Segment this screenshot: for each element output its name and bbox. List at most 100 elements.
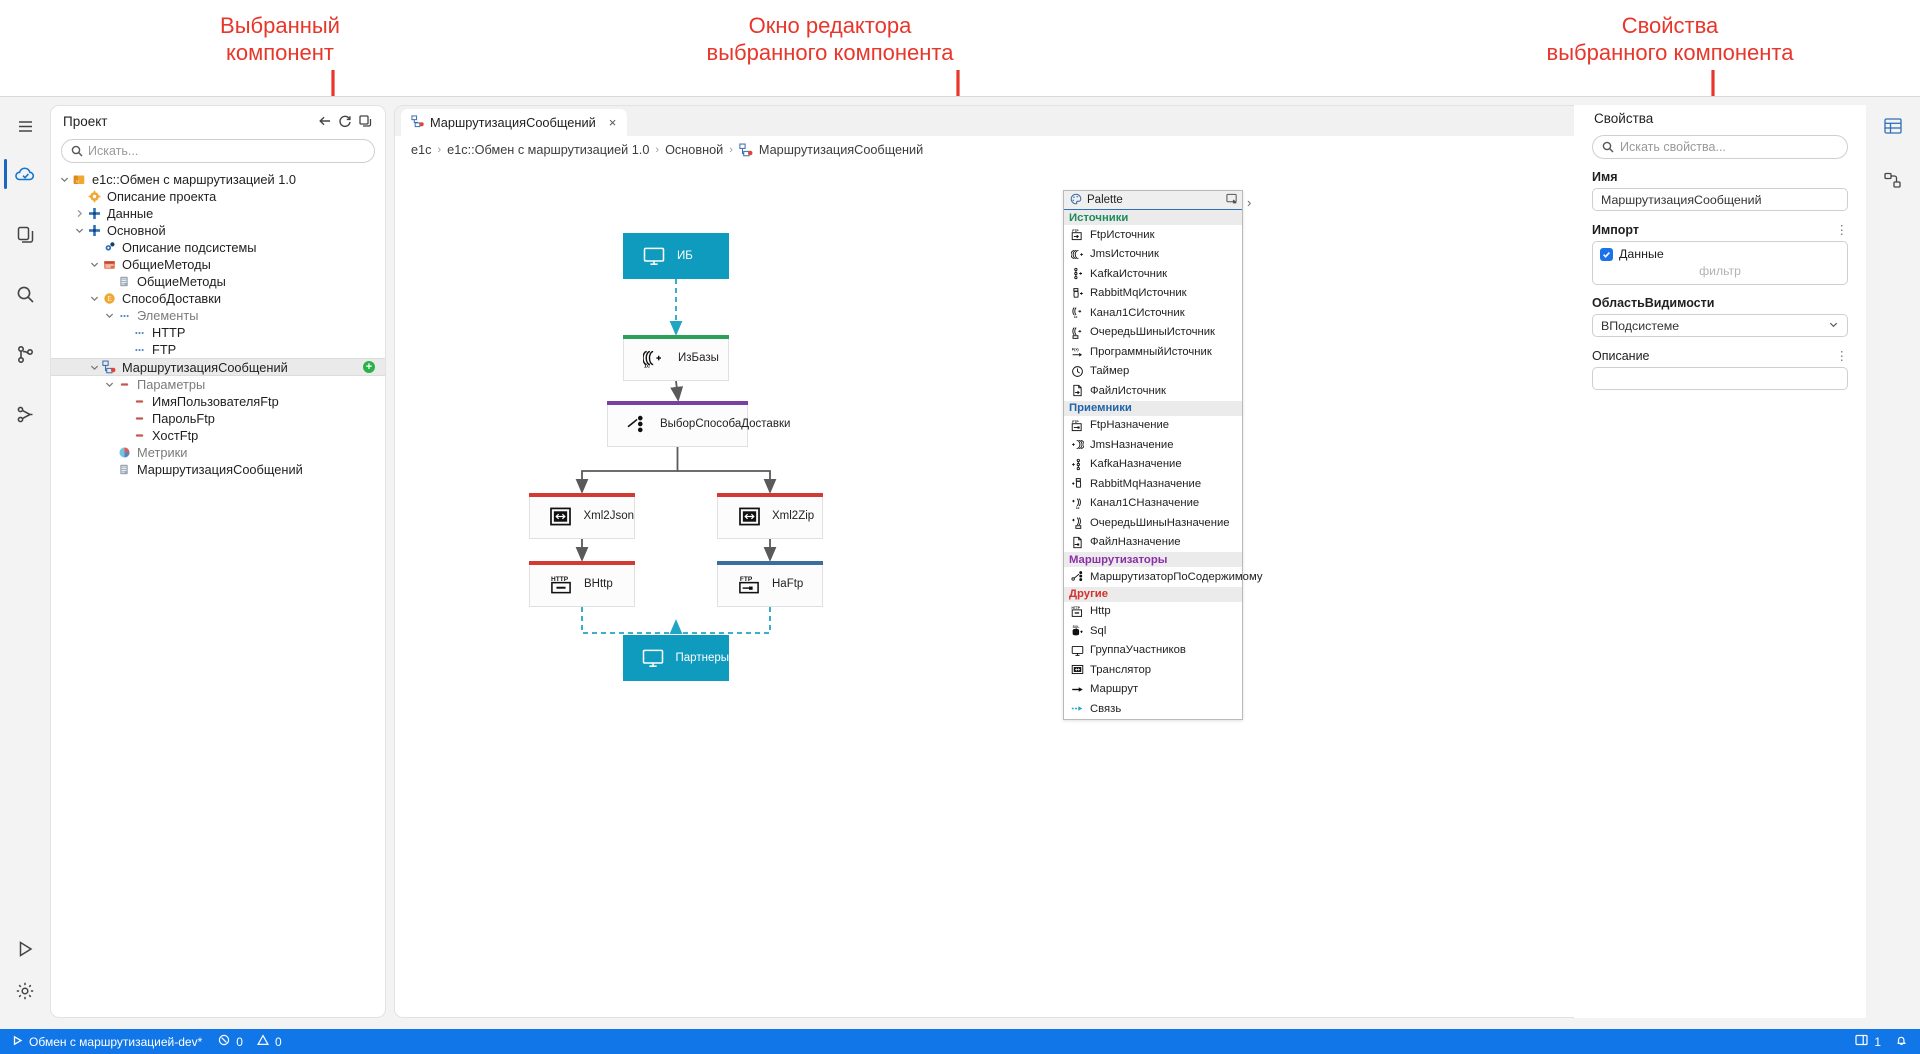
- run-icon[interactable]: [4, 928, 46, 970]
- status-project[interactable]: Обмен с маршрутизацией-dev*: [12, 1035, 202, 1049]
- name-field[interactable]: МаршрутизацияСообщений: [1592, 188, 1848, 211]
- tree-item[interactable]: Описание подсистемы: [51, 239, 385, 256]
- palette-item[interactable]: Маршрут: [1064, 680, 1242, 700]
- palette-item[interactable]: RabbitMqИсточник: [1064, 284, 1242, 304]
- palette-item[interactable]: KafkaНазначение: [1064, 455, 1242, 475]
- menu-icon[interactable]: [4, 105, 46, 147]
- cloud-icon[interactable]: [4, 153, 46, 195]
- status-problems[interactable]: 0 0: [218, 1034, 282, 1049]
- shapes-icon[interactable]: [1872, 159, 1914, 201]
- debug-icon[interactable]: [4, 393, 46, 435]
- search-icon[interactable]: [4, 273, 46, 315]
- twisty-icon[interactable]: [57, 173, 71, 187]
- diagram-node-xml2json[interactable]: Xml2Json: [529, 493, 635, 539]
- close-icon[interactable]: ×: [608, 115, 617, 130]
- palette-item[interactable]: RabbitMqНазначение: [1064, 474, 1242, 494]
- settings-icon[interactable]: [4, 970, 46, 1012]
- palette-item[interactable]: МаршрутизаторПоСодержимому: [1064, 567, 1263, 587]
- twisty-icon[interactable]: [72, 207, 86, 221]
- pin-icon[interactable]: [1226, 193, 1238, 208]
- editor-tab[interactable]: МаршрутизацияСообщений ×: [401, 109, 628, 136]
- tree-item[interactable]: Описание проекта: [51, 188, 385, 205]
- palette-item[interactable]: Связь: [1064, 699, 1242, 719]
- palette-item[interactable]: JmsИсточник: [1064, 245, 1242, 265]
- import-row-data[interactable]: Данные: [1600, 247, 1840, 261]
- add-badge-icon[interactable]: +: [363, 361, 375, 373]
- tree-item[interactable]: ОбщиеМетоды: [51, 273, 385, 290]
- refresh-icon[interactable]: [335, 111, 355, 131]
- checkbox-icon[interactable]: [1600, 247, 1613, 261]
- bell-icon[interactable]: [1895, 1034, 1908, 1050]
- diagram-node-xml2zip[interactable]: Xml2Zip: [717, 493, 823, 539]
- description-kebab-icon[interactable]: ⋮: [1835, 349, 1849, 363]
- project-search[interactable]: [61, 139, 375, 163]
- twisty-icon[interactable]: [87, 360, 101, 374]
- tree-item-selected[interactable]: МаршрутизацияСообщений+: [51, 358, 385, 376]
- copy-icon[interactable]: [4, 213, 46, 255]
- palette-item[interactable]: KafkaИсточник: [1064, 264, 1242, 284]
- palette-item[interactable]: F(x)ПрограммныйИсточник: [1064, 342, 1242, 362]
- palette-item[interactable]: Таймер: [1064, 362, 1242, 382]
- twisty-icon[interactable]: [102, 309, 116, 323]
- palette-item[interactable]: Транслятор: [1064, 660, 1242, 680]
- tree-item[interactable]: Данные: [51, 205, 385, 222]
- tree-item[interactable]: МаршрутизацияСообщений: [51, 461, 385, 478]
- status-layout[interactable]: 1: [1855, 1034, 1881, 1049]
- branch-icon[interactable]: [4, 333, 46, 375]
- twisty-icon[interactable]: [102, 378, 116, 392]
- tree-item[interactable]: Основной: [51, 222, 385, 239]
- palette-item[interactable]: ОчередьШиныИсточник: [1064, 323, 1242, 343]
- diagram-node-partners[interactable]: Партнеры: [623, 635, 729, 681]
- palette-item[interactable]: JmsНазначение: [1064, 435, 1242, 455]
- tree-item[interactable]: ПарольFtp: [51, 410, 385, 427]
- visibility-select[interactable]: ВПодсистеме: [1592, 314, 1848, 337]
- twisty-icon[interactable]: [87, 258, 101, 272]
- breadcrumb-item[interactable]: МаршрутизацияСообщений: [758, 142, 924, 157]
- back-icon[interactable]: [315, 111, 335, 131]
- palette-item[interactable]: ОчередьШиныНазначение: [1064, 513, 1242, 533]
- properties-search-input[interactable]: [1614, 139, 1838, 155]
- breadcrumb-item[interactable]: Основной: [665, 142, 724, 157]
- search-input[interactable]: [83, 143, 365, 159]
- palette-item[interactable]: ГруппаУчастников: [1064, 641, 1242, 661]
- breadcrumb-item[interactable]: e1c::Обмен с маршрутизацией 1.0: [447, 142, 650, 157]
- tree-item[interactable]: FTP: [51, 341, 385, 358]
- breadcrumb-item[interactable]: e1c: [411, 142, 432, 157]
- palette-group-header[interactable]: Маршрутизаторы: [1064, 552, 1242, 567]
- tree-item[interactable]: ХостFtp: [51, 427, 385, 444]
- tree-item[interactable]: Метрики: [51, 444, 385, 461]
- import-kebab-icon[interactable]: ⋮: [1835, 223, 1849, 237]
- tree-item[interactable]: Элементы: [51, 307, 385, 324]
- tree-item[interactable]: Параметры: [51, 376, 385, 393]
- palette-group-header[interactable]: Источники: [1064, 210, 1242, 225]
- tree-item[interactable]: ОбщиеМетоды: [51, 256, 385, 273]
- chevron-right-icon[interactable]: ›: [1247, 195, 1252, 210]
- properties-search[interactable]: [1592, 135, 1848, 159]
- twisty-icon[interactable]: [87, 292, 101, 306]
- palette-item[interactable]: ФайлИсточник: [1064, 381, 1242, 401]
- diagram-node-ib[interactable]: ИБ: [623, 233, 729, 279]
- palette-group-header[interactable]: Другие: [1064, 586, 1242, 602]
- tree-item[interactable]: ИмяПользователяFtp: [51, 393, 385, 410]
- diagram-node-vybor[interactable]: ВыборСпособаДоставки: [607, 401, 790, 447]
- tree-item[interactable]: HTTP: [51, 324, 385, 341]
- grid-icon[interactable]: [1872, 105, 1914, 147]
- twisty-icon[interactable]: [72, 224, 86, 238]
- import-filter-placeholder[interactable]: фильтр: [1699, 264, 1741, 278]
- palette-group-header[interactable]: Приемники: [1064, 400, 1242, 416]
- palette-item[interactable]: ФайлНазначение: [1064, 533, 1242, 553]
- description-field[interactable]: [1592, 367, 1848, 390]
- collapse-icon[interactable]: [355, 111, 375, 131]
